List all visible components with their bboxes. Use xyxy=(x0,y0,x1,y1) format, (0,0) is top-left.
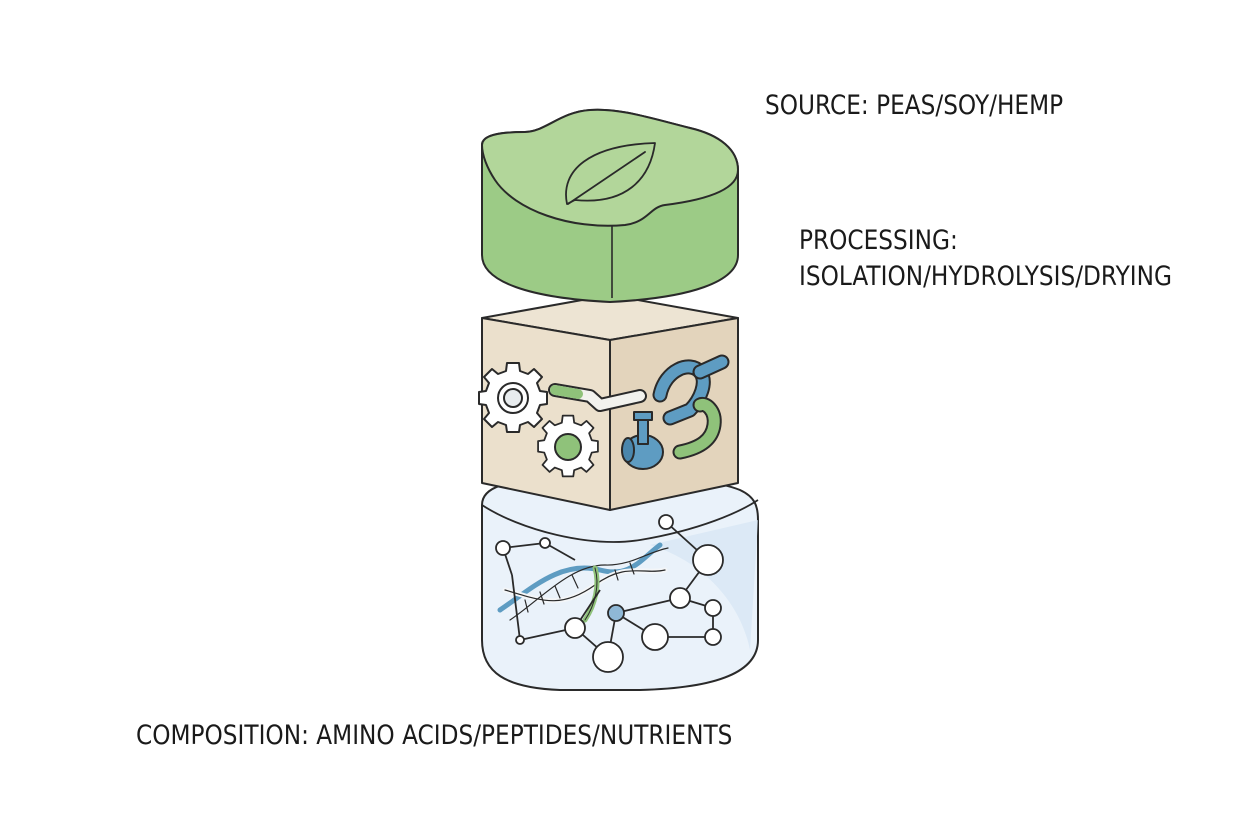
composition-layer-top-edge xyxy=(481,499,759,543)
processing-layer xyxy=(478,294,739,511)
processing-label: PROCESSING: ISOLATION/HYDROLYSIS/DRYING xyxy=(799,223,1172,295)
source-label: SOURCE: PEAS/SOY/HEMP xyxy=(765,90,1064,121)
source-layer xyxy=(481,108,739,303)
composition-layer-highlight xyxy=(650,520,758,650)
source-layer-top xyxy=(481,108,739,227)
processing-label-line2: ISOLATION/HYDROLYSIS/DRYING xyxy=(799,261,1172,292)
gear-icon xyxy=(537,414,599,478)
gear-icon xyxy=(478,362,548,433)
valve-icon xyxy=(621,411,664,470)
composition-label: COMPOSITION: AMINO ACIDS/PEPTIDES/NUTRIE… xyxy=(136,720,733,751)
dna-helix-icon xyxy=(497,542,669,623)
pipe-icon xyxy=(548,354,730,460)
processing-label-line1: PROCESSING: xyxy=(799,225,958,256)
molecule-network-icon xyxy=(495,514,724,673)
leaf-icon xyxy=(565,142,656,205)
composition-layer xyxy=(481,475,759,691)
